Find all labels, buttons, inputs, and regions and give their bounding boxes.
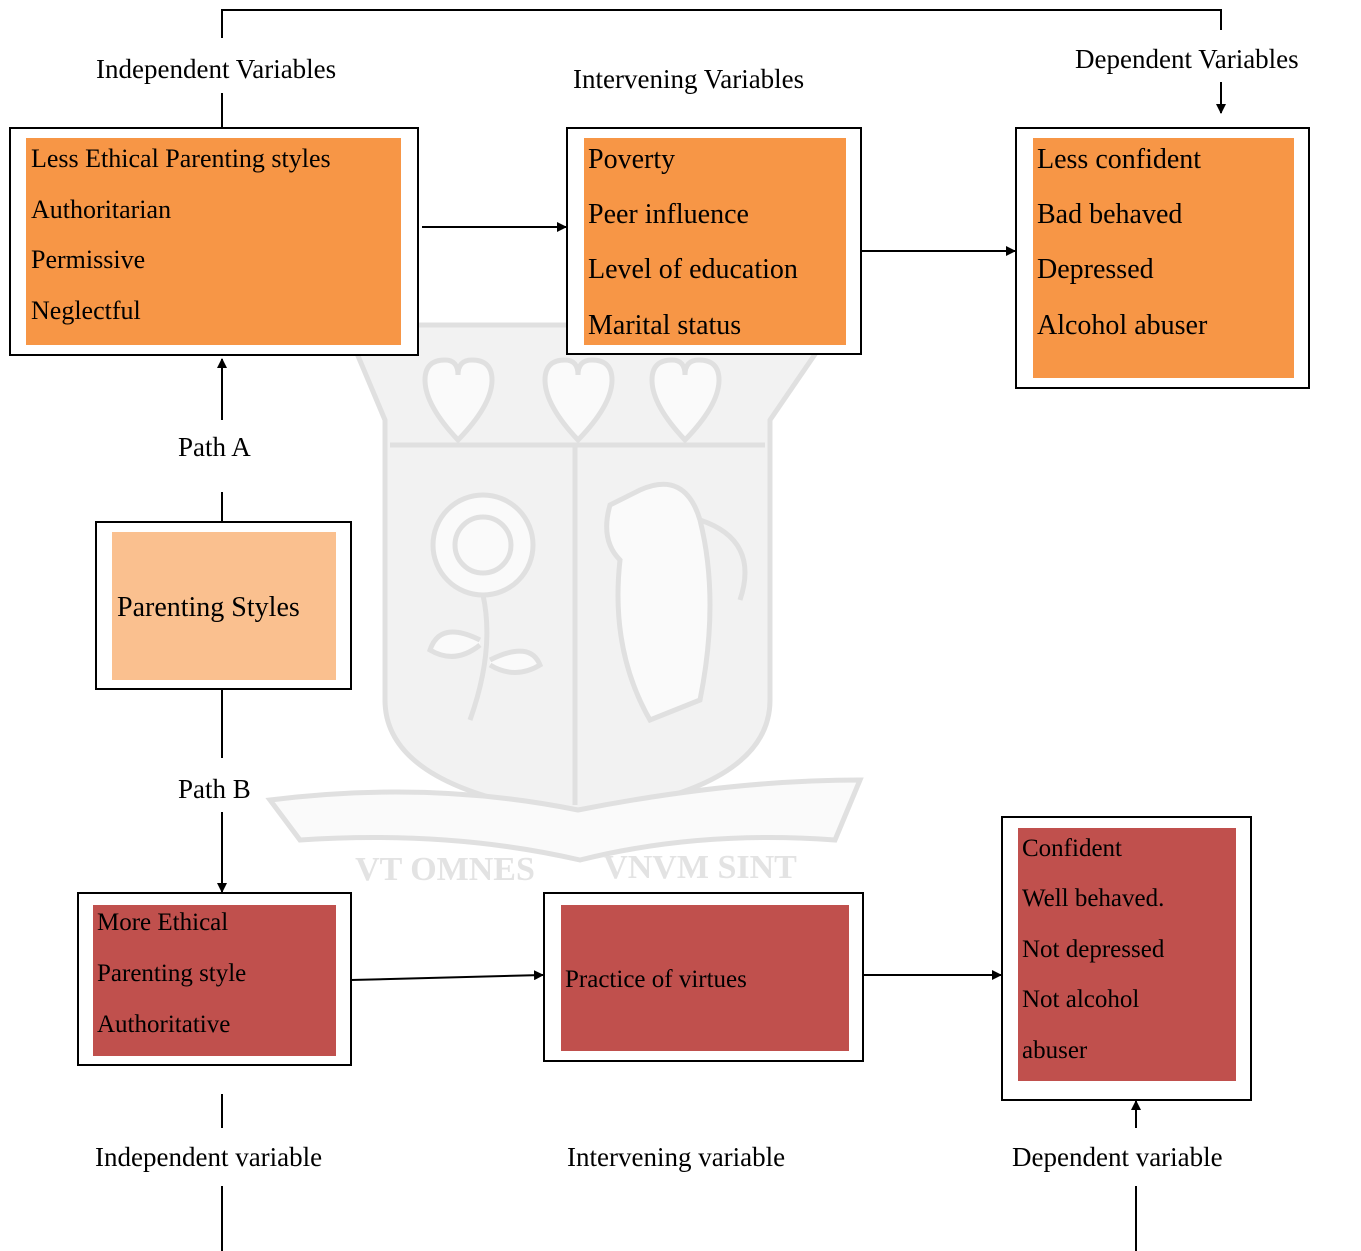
path-a-independent-item: Authoritarian [31, 195, 172, 224]
path-a-intervening-fill: Poverty Peer influence Level of educatio… [584, 138, 846, 345]
path-a-independent-item: Permissive [31, 245, 146, 274]
path-b-dependent-item: Not depressed [1022, 936, 1165, 963]
parenting-styles-label: Parenting Styles [117, 592, 300, 623]
path-a-label: Path A [178, 432, 251, 462]
path-a-dependent-item: Bad behaved [1037, 199, 1183, 230]
path-b-dependent-item: Well behaved. [1022, 885, 1165, 912]
path-b-dependent-box: Confident Well behaved. Not depressed No… [1001, 816, 1252, 1101]
parenting-styles-box: Parenting Styles [95, 521, 352, 690]
path-a-intervening-box: Poverty Peer influence Level of educatio… [566, 127, 862, 355]
path-b-dependent-item: Confident [1022, 835, 1122, 862]
intervening-variable-footer: Intervening variable [567, 1142, 786, 1172]
path-a-dependent-fill: Less confident Bad behaved Depressed Alc… [1033, 138, 1294, 378]
path-a-independent-box: Less Ethical Parenting styles Authoritar… [9, 127, 419, 356]
path-a-independent-item: Less Ethical Parenting styles [31, 144, 331, 173]
arrow-b-indep-to-interv [350, 970, 544, 981]
path-a-dependent-item: Less confident [1037, 144, 1202, 175]
path-b-intervening-fill: Practice of virtues [561, 905, 849, 1051]
path-b-intervening-box: Practice of virtues [543, 892, 864, 1062]
path-b-dependent-item: abuser [1022, 1037, 1088, 1064]
dependent-variable-footer: Dependent variable [1012, 1142, 1223, 1172]
path-b-independent-box: More Ethical Parenting style Authoritati… [77, 892, 352, 1066]
independent-variables-header: Independent Variables [96, 54, 337, 84]
path-b-independent-fill: More Ethical Parenting style Authoritati… [93, 905, 336, 1056]
path-b-dependent-fill: Confident Well behaved. Not depressed No… [1018, 828, 1236, 1081]
independent-variable-footer: Independent variable [95, 1142, 323, 1172]
svg-text:VNVM SINT: VNVM SINT [603, 849, 797, 886]
path-b-dependent-item: Not alcohol [1022, 986, 1140, 1013]
path-b-independent-item: Parenting style [97, 960, 247, 987]
path-b-label: Path B [178, 774, 251, 804]
path-a-intervening-item: Level of education [588, 254, 798, 285]
path-a-intervening-item: Marital status [588, 310, 742, 341]
path-b-intervening-item: Practice of virtues [565, 966, 747, 993]
dependent-variables-header: Dependent Variables [1075, 44, 1299, 74]
path-b-independent-item: Authoritative [97, 1011, 231, 1038]
path-a-dependent-item: Alcohol abuser [1037, 310, 1208, 341]
intervening-variables-header: Intervening Variables [573, 64, 805, 94]
top-bracket-line [221, 9, 1222, 38]
path-b-independent-item: More Ethical [97, 909, 229, 936]
svg-text:VT OMNES: VT OMNES [355, 851, 535, 888]
path-a-independent-item: Neglectful [31, 296, 141, 325]
path-a-intervening-item: Poverty [588, 144, 676, 175]
path-a-independent-fill: Less Ethical Parenting styles Authoritar… [26, 138, 401, 345]
path-a-dependent-box: Less confident Bad behaved Depressed Alc… [1015, 127, 1310, 389]
path-a-intervening-item: Peer influence [588, 199, 749, 230]
path-a-dependent-item: Depressed [1037, 254, 1154, 285]
parenting-styles-fill: Parenting Styles [112, 532, 336, 680]
